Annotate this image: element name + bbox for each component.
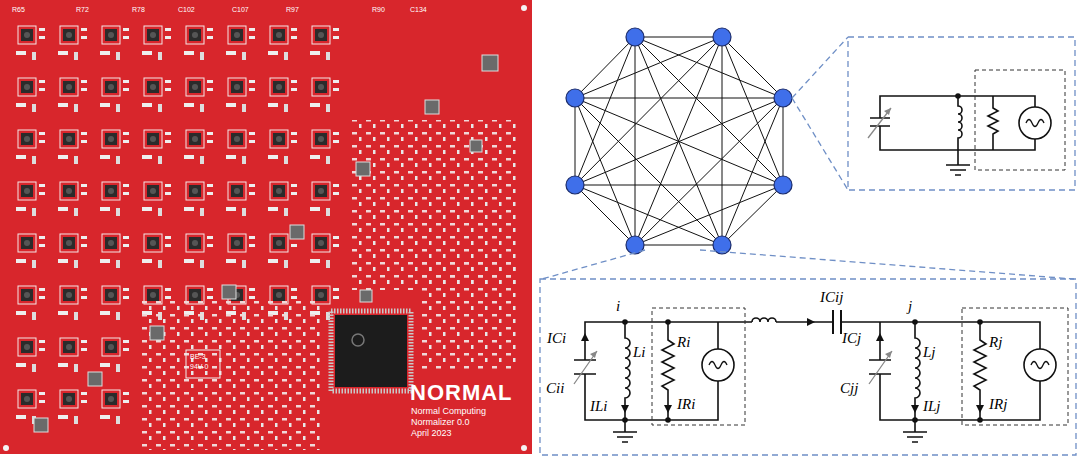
smd-pads [420, 260, 520, 370]
component-designator: R97 [286, 6, 299, 14]
inductor-label: Lj [923, 344, 936, 361]
node-index: j [908, 298, 912, 315]
component-designator: R72 [76, 6, 89, 14]
component-designator: R78 [132, 6, 145, 14]
silkscreen-text: Normalizer 0.0 [411, 418, 470, 428]
node-index: i [616, 298, 620, 315]
variable-capacitor-arrow [868, 108, 891, 138]
noise-source-frames [652, 308, 1068, 425]
component-designator: C134 [410, 6, 427, 14]
current-label: IRj [989, 396, 1007, 413]
noise-source-frame [975, 70, 1065, 170]
silkscreen-text: 94V-0 [190, 363, 208, 371]
smd-pads [140, 300, 320, 450]
silkscreen-text: BE-3 [190, 353, 206, 361]
current-label: IRi [677, 396, 695, 413]
coupling-circuit [574, 310, 1056, 442]
component-designator: R90 [372, 6, 385, 14]
silk-outline [186, 350, 220, 378]
silkscreen-text: April 2023 [411, 429, 452, 439]
fpga-chip [331, 311, 411, 391]
resistor-label: Rj [989, 334, 1002, 351]
current-label: ICi [547, 330, 566, 347]
junction-dot [955, 93, 961, 99]
inductor-label: Li [633, 344, 646, 361]
board-substrate [0, 0, 532, 454]
capacitor-label: Cjj [840, 380, 858, 397]
variable-capacitor-arrows [574, 351, 892, 384]
current-label: ICij [820, 289, 843, 306]
graph-vertices [566, 28, 792, 254]
callout-frames [540, 37, 1076, 455]
pcb-board [0, 0, 532, 454]
graph-edges [575, 37, 783, 245]
component-designator: C102 [178, 6, 195, 14]
switch-grid [10, 20, 346, 332]
current-label: ILj [923, 398, 941, 415]
capacitor-label: Cii [546, 380, 564, 397]
brand-name: NORMAL [410, 381, 513, 405]
current-label: ICj [842, 330, 861, 347]
junction-dots [622, 319, 983, 423]
component-designator: R65 [12, 6, 25, 14]
silkscreen-text: Normal Computing [411, 407, 486, 417]
node-circuit [870, 96, 1051, 175]
current-label: ILi [590, 398, 608, 415]
resistor-label: Ri [677, 334, 690, 351]
switch-grid [10, 332, 136, 436]
small-ics [34, 55, 498, 432]
component-designator: C107 [232, 6, 249, 14]
mount-holes [3, 5, 527, 451]
